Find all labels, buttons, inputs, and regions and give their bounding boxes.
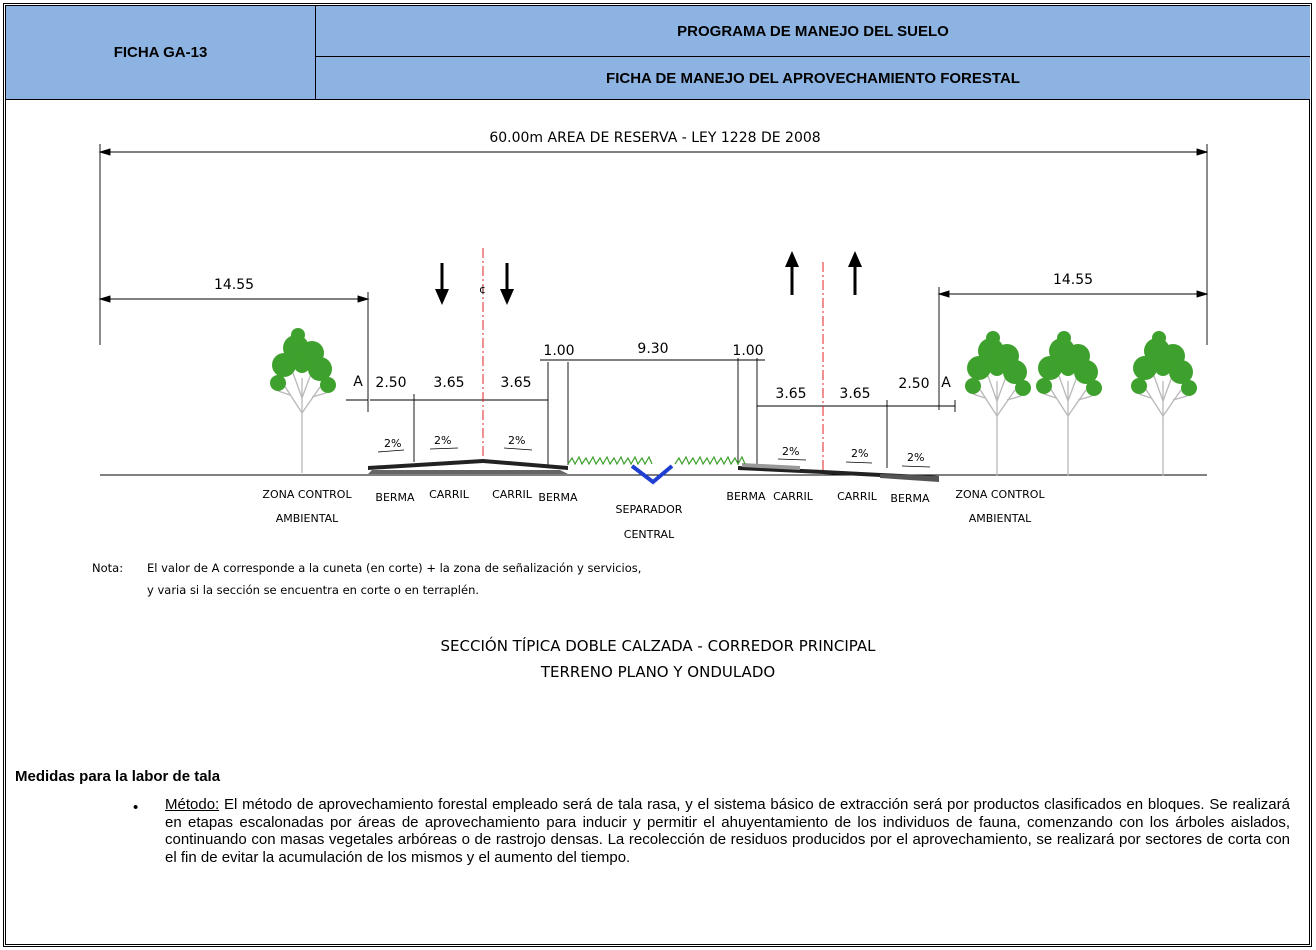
centerline-symbol: ¢ <box>479 283 486 296</box>
slope-1: 2% <box>384 437 401 450</box>
dimension-left-zone: 14.55 <box>214 277 254 293</box>
program-title-cell: PROGRAMA DE MANEJO DEL SUELO <box>316 6 1310 57</box>
overall-dimension-label: 60.00m AREA DE RESERVA - LEY 1228 DE 200… <box>489 130 820 146</box>
direction-arrow-down-1 <box>433 261 451 307</box>
label-separador-2: CENTRAL <box>624 528 675 541</box>
slope-2: 2% <box>434 434 451 447</box>
label-carril-1: CARRIL <box>429 488 470 501</box>
slope-6: 2% <box>907 451 924 464</box>
tree-right-1 <box>964 330 1032 477</box>
method-paragraph: Método: El método de aprovechamiento for… <box>165 796 1290 866</box>
pavement-right <box>738 463 939 482</box>
tree-left <box>269 327 337 474</box>
section-title-line-1: SECCIÓN TÍPICA DOBLE CALZADA - CORREDOR … <box>440 637 876 655</box>
label-berma-2: BERMA <box>538 491 578 504</box>
label-carril-4: CARRIL <box>837 490 878 503</box>
dimension-right-zone: 14.55 <box>1053 272 1093 288</box>
dimension-berma-left: 2.50 <box>375 375 406 391</box>
dimension-carril-4: 3.65 <box>839 386 870 402</box>
direction-arrow-up-1 <box>783 249 801 297</box>
note-line-2: y varia si la sección se encuentra en co… <box>147 583 480 597</box>
dimension-carril-1: 3.65 <box>433 375 464 391</box>
ficha-code-cell: FICHA GA-13 <box>6 6 316 100</box>
sheet-title-cell: FICHA DE MANEJO DEL APROVECHAMIENTO FORE… <box>316 57 1310 100</box>
tree-right-3 <box>1130 330 1198 477</box>
label-berma-1: BERMA <box>375 491 415 504</box>
dimension-separador-right: 1.00 <box>732 343 763 359</box>
dimension-separador-left: 1.00 <box>543 343 574 359</box>
pavement-left <box>368 459 568 474</box>
label-carril-2: CARRIL <box>492 488 533 501</box>
note-label: Nota: <box>92 561 124 575</box>
dimension-a-right: A <box>941 375 951 391</box>
label-berma-4: BERMA <box>890 492 930 505</box>
dimension-a-left: A <box>353 374 363 390</box>
slope-4: 2% <box>782 445 799 458</box>
bullet-point: • <box>133 799 139 816</box>
label-zona-right-1: ZONA CONTROL <box>955 488 1045 501</box>
dimension-separador: 9.30 <box>637 341 668 357</box>
overall-dimension-line <box>98 144 1209 345</box>
slope-3: 2% <box>508 434 525 447</box>
label-zona-left-2: AMBIENTAL <box>276 512 339 525</box>
dimension-carril-2: 3.65 <box>500 375 531 391</box>
method-text: El método de aprovechamiento forestal em… <box>165 796 1290 866</box>
tree-right-2 <box>1035 330 1103 477</box>
measures-heading: Medidas para la labor de tala <box>15 768 221 785</box>
direction-arrow-down-2 <box>498 261 516 307</box>
label-berma-3: BERMA <box>726 490 766 503</box>
label-zona-left-1: ZONA CONTROL <box>262 488 352 501</box>
note-line-1: El valor de A corresponde a la cuneta (e… <box>147 561 642 575</box>
dimension-carril-3: 3.65 <box>775 386 806 402</box>
page-frame <box>3 3 1312 947</box>
separador-ditch <box>630 464 674 485</box>
slope-5: 2% <box>851 447 868 460</box>
label-zona-right-2: AMBIENTAL <box>969 512 1032 525</box>
label-separador-1: SEPARADOR <box>616 503 683 516</box>
separador-grass <box>567 455 746 466</box>
road-cross-section-drawing: 60.00m AREA DE RESERVA - LEY 1228 DE 200… <box>98 130 1209 541</box>
section-title-line-2: TERRENO PLANO Y ONDULADO <box>540 663 776 681</box>
label-carril-3: CARRIL <box>773 490 814 503</box>
dimension-berma-right: 2.50 <box>898 376 929 392</box>
direction-arrow-up-2 <box>846 249 864 297</box>
method-label: Método: <box>165 796 220 813</box>
